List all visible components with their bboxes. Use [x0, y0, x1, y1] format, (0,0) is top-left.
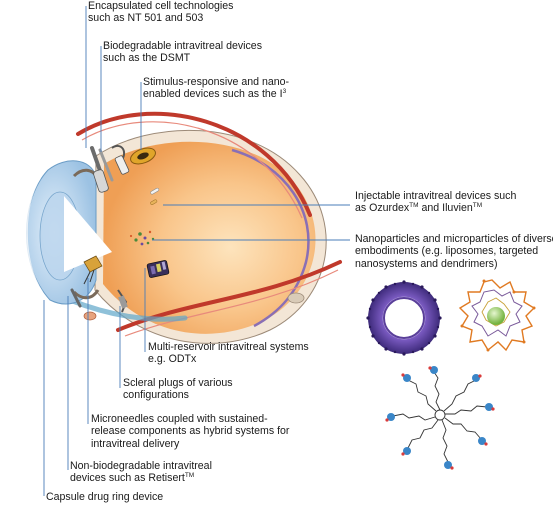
eye-cross-section-icon	[25, 111, 342, 344]
label-line: Stimulus-responsive and nano-	[143, 76, 290, 88]
label-line: Nanoparticles and microparticles of dive…	[355, 233, 553, 245]
label-superscript: TM	[409, 202, 419, 210]
label-text: devices such as Retisert	[70, 472, 185, 485]
label-line: as OzurdexTM and IluvienTM	[355, 202, 516, 214]
label-stimulus-responsive: Stimulus-responsive and nano- enabled de…	[143, 76, 289, 101]
label-superscript: TM	[184, 472, 195, 480]
label-multi-reservoir: Multi-reservoir intravitreal systems e.g…	[148, 341, 309, 366]
label-line: e.g. ODTx	[148, 353, 197, 366]
label-line: Biodegradable intravitreal devices	[103, 40, 262, 52]
label-line: Multi-reservoir intravitreal systems	[148, 341, 309, 353]
label-encapsulated-cell: Encapsulated cell technologies such as N…	[88, 0, 233, 25]
liposome-icon	[366, 280, 442, 356]
dendrimer-icon	[392, 371, 488, 463]
label-line: such as the DSMT	[103, 52, 191, 65]
label-line: Injectable intravitreal devices such	[355, 190, 517, 202]
label-line: nanosystems and dendrimers)	[355, 257, 498, 270]
label-line: such as NT 501 and 503	[88, 12, 204, 25]
label-scleral-plugs: Scleral plugs of various configurations	[123, 377, 233, 402]
label-capsule-drug-ring: Capsule drug ring device	[46, 491, 163, 503]
label-line: intravitreal delivery	[91, 437, 180, 450]
label-text: as Ozurdex	[355, 202, 410, 215]
label-line: Microneedles coupled with sustained-	[91, 413, 268, 425]
label-line: configurations	[123, 389, 189, 402]
label-line: release components as hybrid systems for	[91, 425, 290, 438]
dendrimer-terminal-groups	[385, 366, 495, 470]
label-text: enabled devices such as the I	[143, 88, 283, 101]
label-line: devices such as RetisertTM	[70, 472, 212, 484]
label-superscript: TM	[472, 202, 483, 210]
label-line: enabled devices such as the I3	[143, 88, 289, 100]
label-microneedles: Microneedles coupled with sustained- rel…	[91, 413, 289, 450]
label-line: Encapsulated cell technologies	[88, 0, 234, 12]
leader-lines	[43, 6, 350, 496]
label-non-biodegradable: Non-biodegradable intravitreal devices s…	[70, 460, 212, 485]
label-line: Scleral plugs of various	[123, 377, 233, 389]
label-biodegradable-devices: Biodegradable intravitreal devices such …	[103, 40, 262, 65]
label-injectable-devices: Injectable intravitreal devices such as …	[355, 190, 516, 215]
targeted-nanosystem-icon	[458, 279, 536, 352]
label-line: Capsule drug ring device	[46, 491, 164, 503]
label-superscript: 3	[282, 88, 287, 96]
label-line: embodiments (e.g. liposomes, targeted	[355, 245, 539, 258]
label-text: and Iluvien	[418, 202, 473, 215]
label-line: Non-biodegradable intravitreal	[70, 460, 212, 472]
label-nanoparticles: Nanoparticles and microparticles of dive…	[355, 233, 553, 270]
nanoparticle-cluster-icon	[129, 230, 155, 246]
